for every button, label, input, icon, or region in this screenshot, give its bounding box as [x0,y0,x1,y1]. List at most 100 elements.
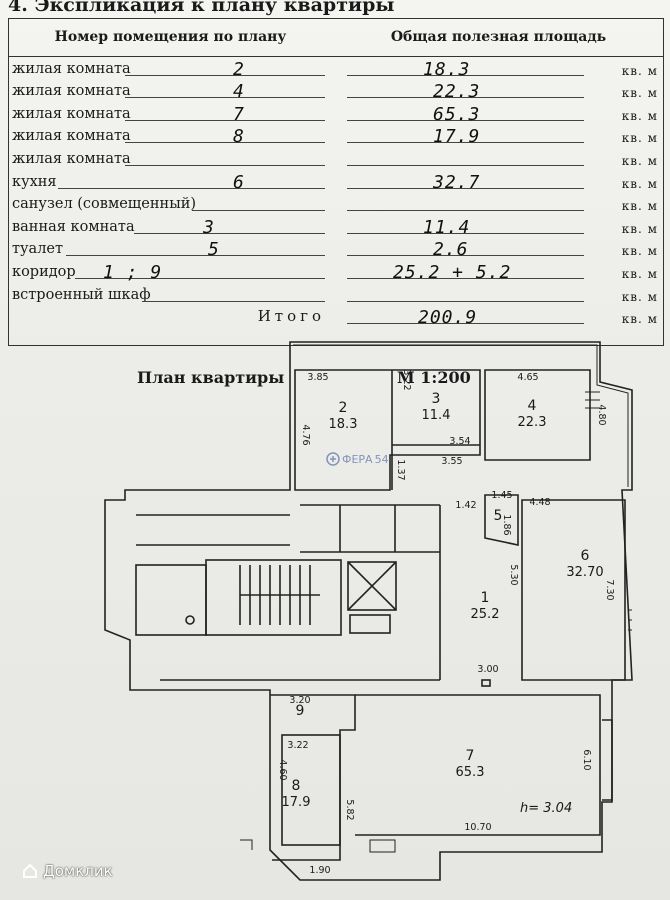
header-room-number: Номер помещения по плану [54,29,287,45]
room-area: 11.4 [423,216,471,238]
room-area: 17.9 [433,126,481,148]
unit-label: кв. м [621,86,658,101]
fill-line [347,277,584,279]
fill-line [347,323,584,325]
room-id-label: 6 [581,548,590,564]
fill-line [58,187,325,189]
dimension-label: 10.70 [464,822,491,833]
room-cell: жилая комната [8,146,333,169]
dimension-label: 3.00 [477,664,498,675]
room-name: туалет [12,241,64,258]
room-name: кухня [12,173,57,190]
dimension-label: 7.30 [604,579,615,600]
room-area: 25.2 + 5.2 [393,261,512,283]
fill-line [347,210,584,212]
sfera-text: ФЕРА [342,452,373,466]
room-cell: туалет 5 [8,237,333,260]
unit-label: кв. м [621,266,658,281]
room-area: 18.3 [423,58,471,80]
room-number: 7 [233,103,245,125]
dimension-label: 5.30 [508,564,519,585]
fill-line [74,277,325,279]
fill-line [125,74,325,76]
room-number: 1 ; 9 [103,261,163,283]
dimension-label: 1.90 [309,865,330,876]
document-title: 4. Экспликация к плану квартиры [8,0,395,16]
unit-label: кв. м [621,153,658,168]
fill-line [66,255,325,257]
area-cell: кв. м [333,282,664,305]
fill-line [347,74,584,76]
dimension-label: 6.10 [581,749,592,770]
room-name: жилая комната [12,150,131,167]
domclick-logo-icon [23,863,37,878]
dimension-label: 3.85 [307,372,328,383]
dimension-label: 1.42 [455,500,476,511]
area-cell: 25.2 + 5.2 кв. м [333,259,664,283]
dimension-label: 1.37 [395,459,406,480]
fill-line [347,97,584,99]
dimension-label: 1.86 [501,514,512,535]
total-label-cell: Итого [8,305,333,328]
table-row: жилая комната кв. м [8,146,664,169]
room-cell: встроенный шкаф [8,282,333,305]
room-area-label: 17.9 [282,795,311,810]
room-area-label: 65.3 [456,765,485,780]
floor-plan: 218.3311.4422.35125.2632.709817.9765.33.… [104,341,633,881]
sfera-logo-icon [326,452,340,466]
room-id-label: 8 [292,778,301,794]
room-number: 8 [233,126,245,148]
unit-label: кв. м [621,108,658,123]
room-cell: санузел (совмещенный) [8,192,333,215]
room-name: жилая комната [12,128,131,145]
room-name: коридор [12,263,76,280]
room-area-label: 18.3 [329,417,358,432]
room-name: жилая комната [12,83,131,100]
room-cell: коридор 1 ; 9 [8,259,333,283]
room-area-label: 22.3 [518,415,547,430]
total-area: 200.9 [418,307,478,329]
unit-label: кв. м [621,131,658,146]
dimension-label: 3.22 [287,740,308,751]
fill-line [192,210,325,212]
domclick-text: Домклик [43,862,113,880]
room-name: ванная комната [12,218,135,235]
unit-label: кв. м [621,199,658,214]
dimension-label: 4.76 [300,424,311,445]
fill-line [142,300,325,302]
header-rule [8,56,664,57]
room-area-label: 25.2 [471,607,500,622]
room-number: 5 [208,239,220,261]
dimension-label: 4.65 [517,372,538,383]
area-cell: 11.4 кв. м [333,214,664,238]
dimension-label: 4.48 [529,497,550,508]
dimension-label: 4.60 [277,759,288,780]
dimension-label: 3.55 [441,456,462,467]
room-id-label: 3 [432,391,441,407]
dimension-label: 3.20 [289,695,310,706]
total-label: Итого [257,307,325,326]
fill-line [125,164,325,166]
area-cell: кв. м [333,146,664,169]
room-cell: жилая комната 8 [8,124,333,147]
fill-line [347,232,584,234]
room-id-label: 2 [339,400,348,416]
fill-line [347,300,584,302]
room-id-label: 1 [481,590,490,606]
unit-label: кв. м [621,221,658,236]
fill-line [125,119,325,121]
dimension-label: 3.54 [449,436,470,447]
header-area: Общая полезная площадь [390,29,607,45]
room-id-label: 9 [296,703,305,719]
fill-line [347,119,584,121]
